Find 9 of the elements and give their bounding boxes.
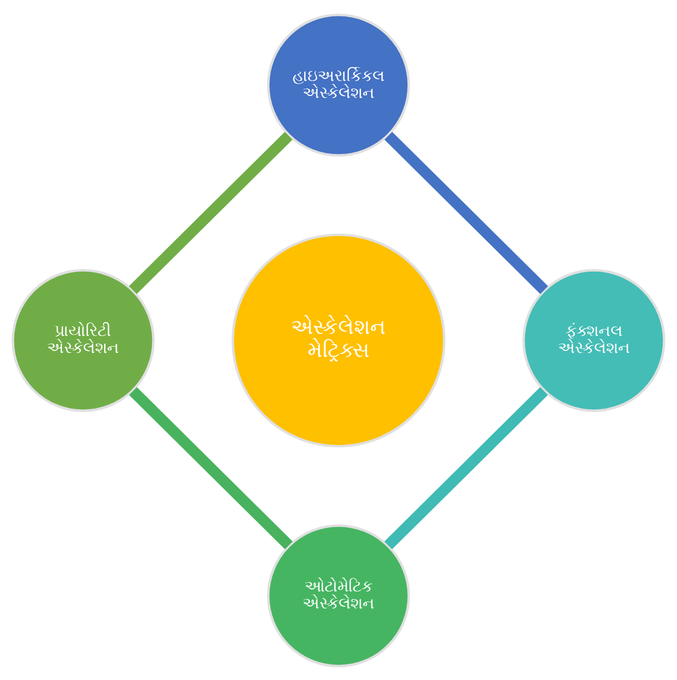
connector <box>384 386 548 549</box>
node-circle: ઓટોમેટિક એસ્કેલેશન <box>267 524 410 667</box>
node-circle: પ્રાયોરિટી એસ્કેલેશન <box>12 268 155 412</box>
connector <box>129 386 293 549</box>
connector <box>384 131 548 294</box>
node-circle: હાઇઅરાર્કિકલ એસ્કેલેશન <box>267 13 410 156</box>
connector <box>128 131 293 294</box>
node-circle: એસ્કેલેશન મેટ્રિક્સ <box>232 233 446 447</box>
node-circle: ફંક્શનલ એસ્કેલેશન <box>522 268 666 412</box>
